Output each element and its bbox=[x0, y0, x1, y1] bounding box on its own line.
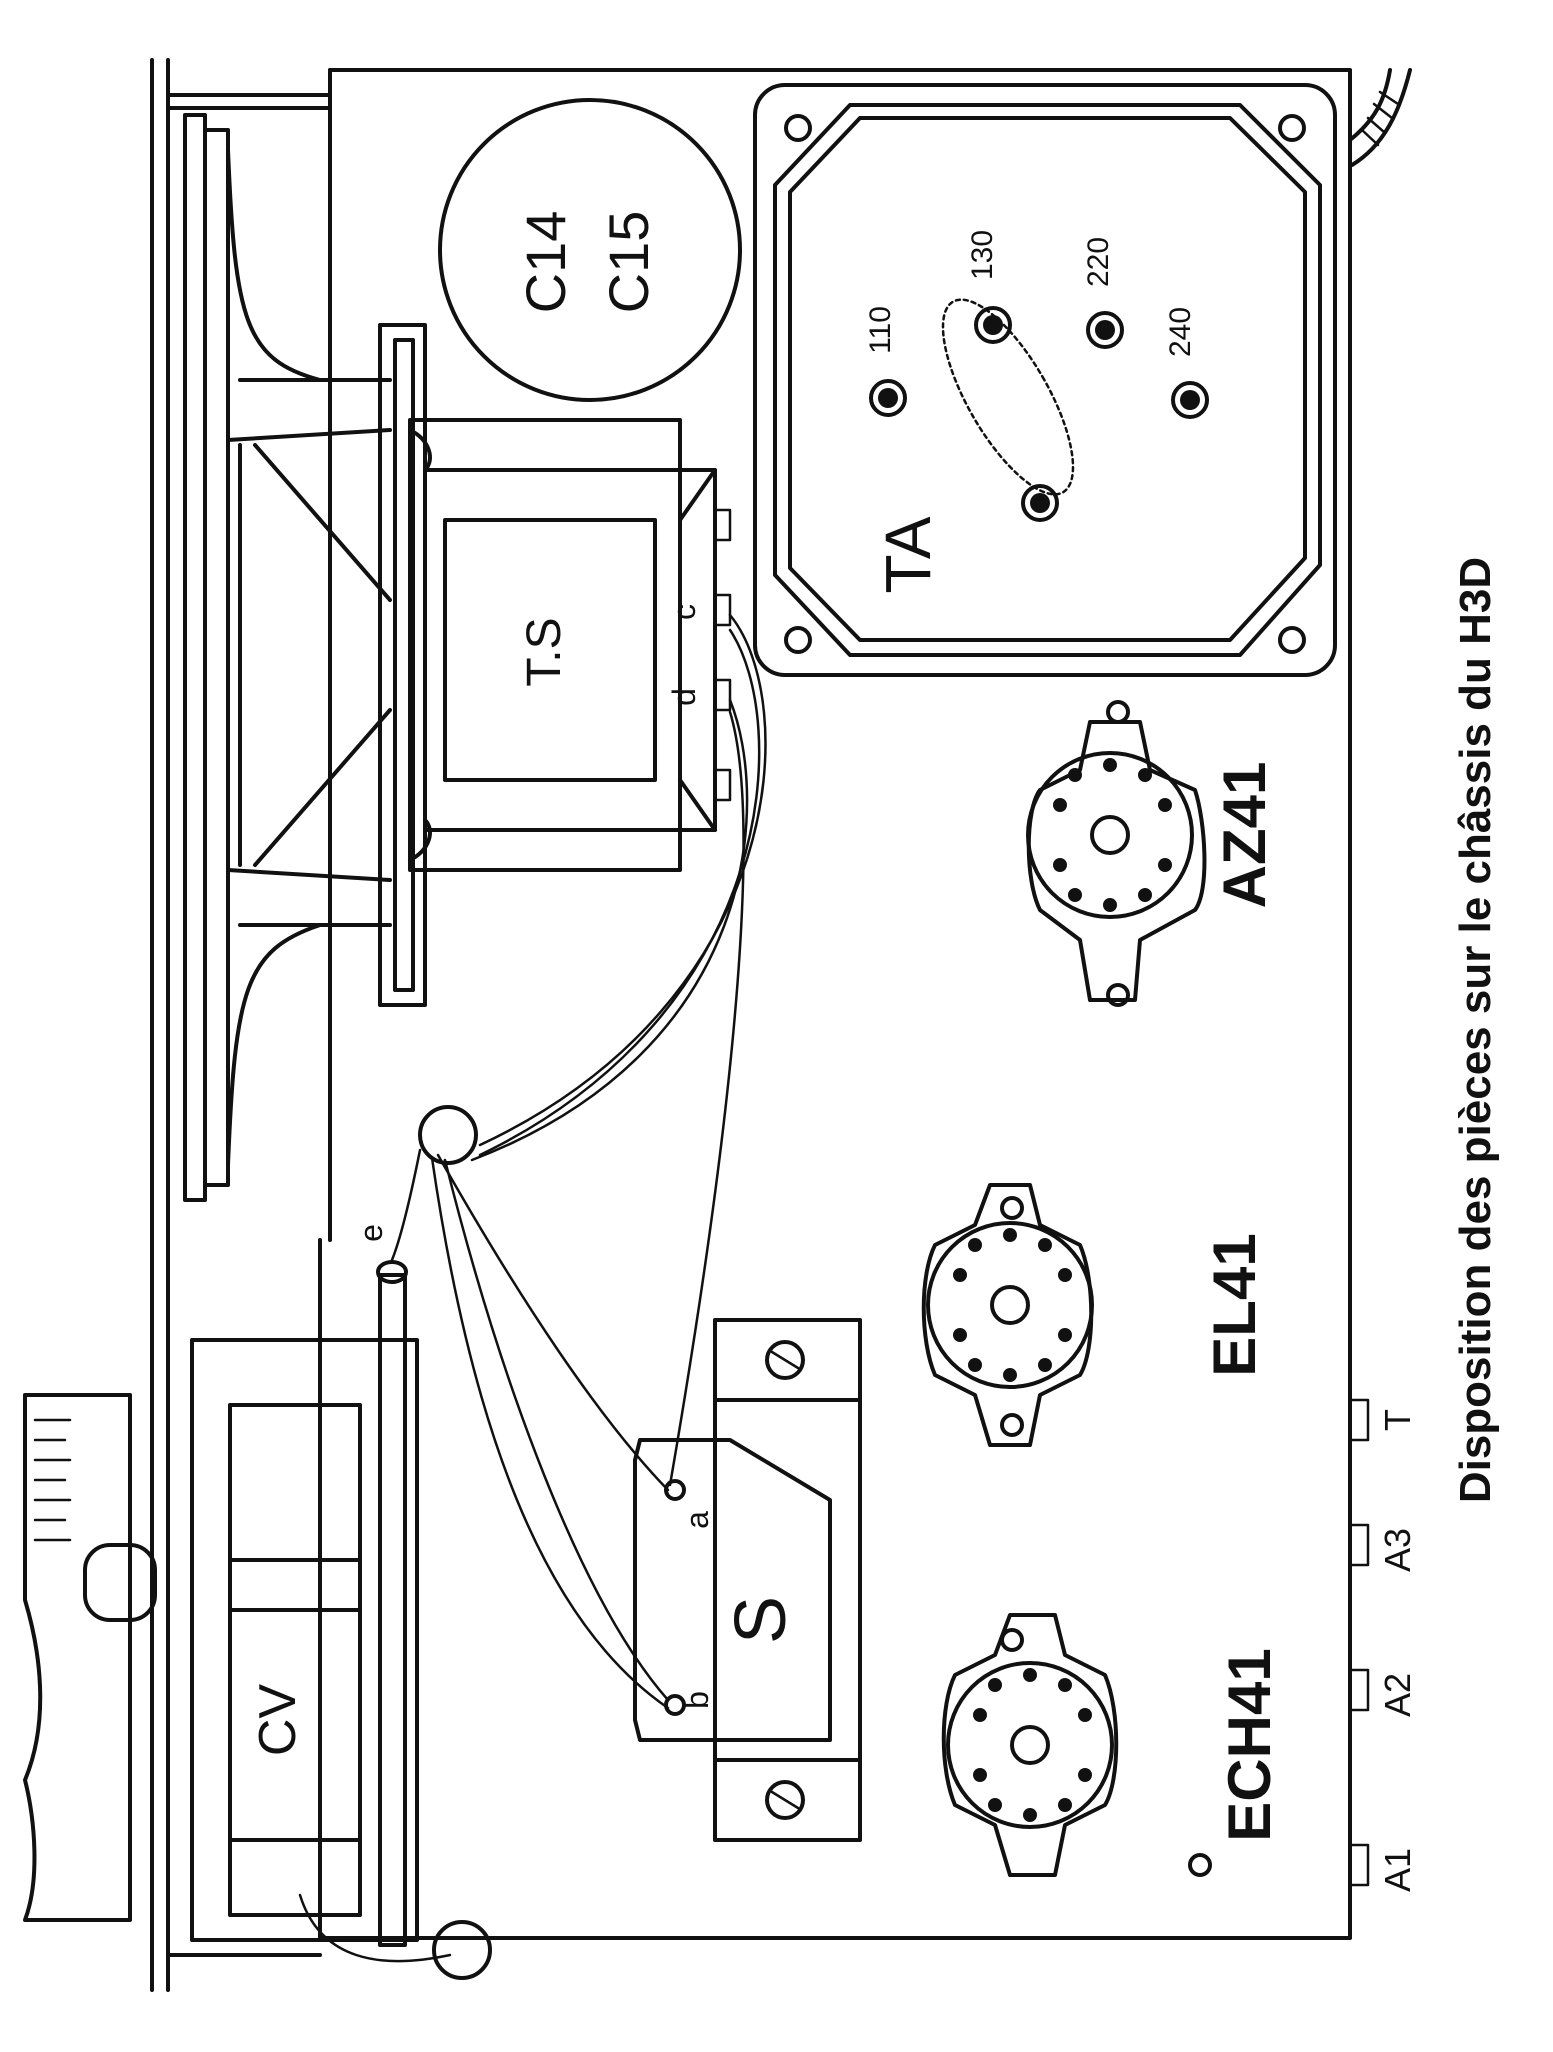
antenna-terminal-a1: A1 bbox=[1377, 1848, 1418, 1892]
speaker-socket: S a b bbox=[633, 1318, 862, 1842]
terminal-label-c: c bbox=[666, 604, 702, 620]
tube-label-ech41: ECH41 bbox=[1216, 1648, 1283, 1841]
ground-lug bbox=[298, 1893, 492, 1980]
variable-capacitor-label: CV bbox=[249, 1684, 307, 1757]
terminal-label-a: a bbox=[679, 1511, 715, 1529]
tuning-dial bbox=[23, 1393, 157, 1922]
tube-label-el41: EL41 bbox=[1201, 1233, 1268, 1376]
voltage-tap-110: 110 bbox=[864, 306, 897, 354]
capacitor-label-c14: C14 bbox=[514, 211, 577, 314]
output-transformer-label: T.S bbox=[518, 617, 571, 686]
voltage-tap-220: 220 bbox=[1082, 237, 1115, 287]
chassis-plate bbox=[318, 68, 1352, 1940]
terminal-label-d: d bbox=[666, 688, 702, 706]
front-panel bbox=[150, 58, 332, 1992]
antenna-terminal-a2: A2 bbox=[1377, 1673, 1418, 1717]
voltage-tap-240: 240 bbox=[1164, 307, 1197, 357]
voltage-selector: 110 130 220 240 bbox=[864, 230, 1209, 522]
terminal-label-e: e bbox=[353, 1224, 389, 1242]
tube-socket-ech41: ECH41 bbox=[941, 1613, 1283, 1877]
terminal-label-b: b bbox=[679, 1691, 715, 1709]
power-transformer: TA 110 130 220 240 bbox=[753, 83, 1337, 677]
power-transformer-label: TA bbox=[872, 516, 944, 593]
voltage-tap-130: 130 bbox=[966, 230, 999, 280]
capacitor-label-c15: C15 bbox=[597, 211, 660, 314]
output-transformer: T.S bbox=[378, 323, 732, 1007]
diagram-caption: Disposition des pièces sur le châssis du… bbox=[1451, 557, 1500, 1503]
loudspeaker bbox=[183, 113, 392, 1202]
antenna-terminal-strip: T A3 A2 A1 bbox=[1348, 1398, 1418, 1892]
antenna-terminal-t: T bbox=[1377, 1409, 1418, 1431]
capacitor-can: C14 C15 bbox=[438, 98, 742, 402]
speaker-socket-label: S bbox=[721, 1596, 801, 1644]
mains-cable bbox=[1348, 68, 1412, 167]
tube-socket-az41: AZ41 bbox=[1026, 700, 1278, 1007]
tube-socket-el41: EL41 bbox=[921, 1183, 1268, 1447]
tube-label-az41: AZ41 bbox=[1211, 762, 1278, 909]
variable-capacitor: CV bbox=[190, 1273, 419, 1947]
wiring: e bbox=[353, 613, 767, 1710]
antenna-terminal-a3: A3 bbox=[1377, 1528, 1418, 1572]
